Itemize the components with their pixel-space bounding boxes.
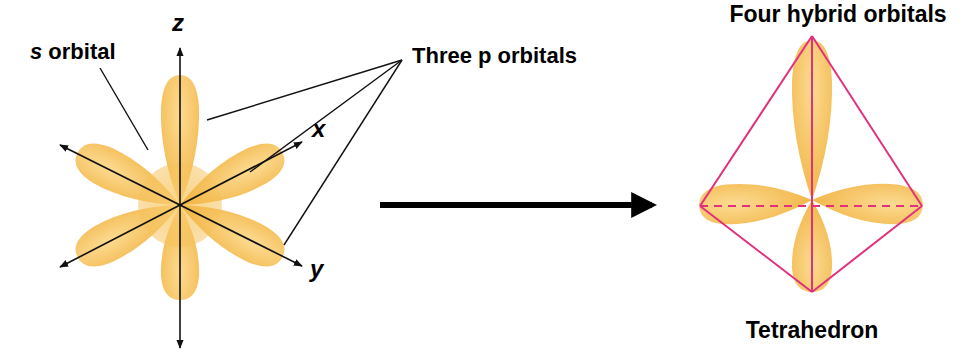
- tetra-edge: [811, 36, 813, 292]
- axis-label: y: [310, 256, 323, 282]
- tetra-edge: [700, 36, 812, 206]
- transform-arrow: [380, 202, 652, 208]
- figure-caption: Tetrahedron: [746, 318, 878, 343]
- tetra-edge: [812, 206, 922, 292]
- leader-lines: [100, 60, 402, 245]
- z-axis: [179, 48, 181, 348]
- leader-line: [100, 68, 148, 150]
- tetra-edge: [812, 36, 922, 206]
- leader-line: [207, 60, 402, 120]
- tetrahedron-edges: [700, 36, 922, 292]
- axis-label: x: [312, 116, 325, 142]
- axes: [60, 48, 302, 348]
- axis-label: z: [172, 10, 184, 36]
- leader-line: [250, 60, 402, 172]
- orbital-label: Three p orbitals: [412, 44, 577, 68]
- leader-line: [284, 60, 402, 245]
- y-axis: [60, 145, 302, 266]
- tetra-edge: [700, 206, 812, 292]
- orbital-label: s orbital: [30, 40, 116, 64]
- figure-heading: Four hybrid orbitals: [729, 2, 946, 27]
- tetra-hidden-edge: [700, 205, 922, 207]
